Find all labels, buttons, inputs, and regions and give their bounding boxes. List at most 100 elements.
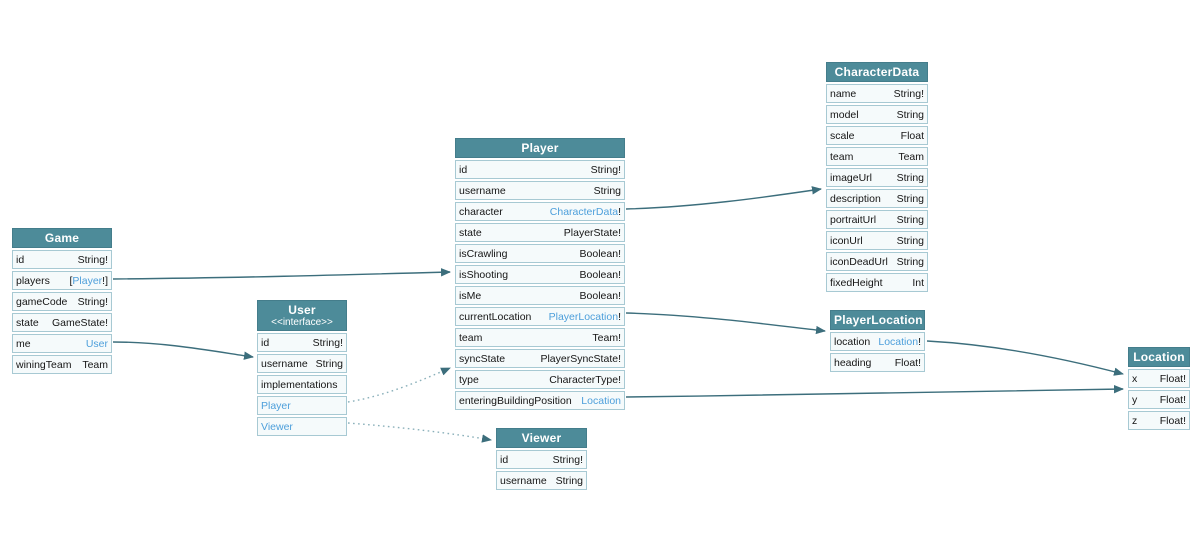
field-type: Location [581, 395, 621, 407]
field-type: String [897, 235, 924, 247]
field-row[interactable]: team Team [826, 147, 928, 166]
table-header[interactable]: Game [12, 228, 112, 248]
field-name: description [830, 192, 881, 205]
field-name: id [459, 163, 468, 176]
field-row[interactable]: character CharacterData! [455, 202, 625, 221]
field-type: Float [901, 130, 924, 142]
table-header[interactable]: User<<interface>> [257, 300, 347, 331]
table-header[interactable]: Player [455, 138, 625, 158]
field-name: iconUrl [830, 234, 863, 247]
type-text: Float! [894, 356, 921, 369]
type-text: Float [900, 129, 924, 142]
field-type: CharacterType! [549, 374, 621, 386]
field-name: team [830, 150, 854, 163]
field-row[interactable]: players[Player!] [12, 271, 112, 290]
type-link[interactable]: PlayerLocation [548, 310, 619, 323]
field-type: String! [313, 337, 343, 349]
field-name: isCrawling [459, 247, 508, 260]
field-type: String! [894, 88, 924, 100]
type-text: !] [102, 274, 108, 287]
field-row[interactable]: Player [257, 396, 347, 415]
table-header[interactable]: Location [1128, 347, 1190, 367]
field-type: Team! [592, 332, 621, 344]
type-link[interactable]: Viewer [261, 420, 293, 433]
field-type: String! [78, 254, 108, 266]
type-link[interactable]: Player [261, 399, 291, 412]
field-name: location [834, 335, 871, 348]
type-text: String [555, 474, 583, 487]
field-name: name [830, 87, 857, 100]
field-row[interactable]: implementations [257, 375, 347, 394]
type-link[interactable]: Location [581, 394, 621, 407]
type-text: Team [82, 358, 108, 371]
field-name: character [459, 205, 503, 218]
field-type: Float! [1160, 415, 1186, 427]
type-text: ! [618, 205, 621, 218]
field-row[interactable]: Viewer [257, 417, 347, 436]
field-row[interactable]: name String! [826, 84, 928, 103]
type-text: String [896, 234, 924, 247]
field-type: PlayerSyncState! [540, 353, 621, 365]
field-type: Boolean! [580, 269, 621, 281]
table-subtitle: <<interface>> [271, 317, 333, 328]
type-text: String! [893, 87, 924, 100]
type-text: Float! [1159, 393, 1186, 406]
table-header[interactable]: Viewer [496, 428, 587, 448]
field-type: PlayerState! [564, 227, 621, 239]
edge-player-currentlocation-to-playerlocation [625, 312, 826, 335]
edge-player-character-to-characterdata [625, 186, 822, 210]
type-text: Boolean! [579, 268, 621, 281]
table-header[interactable]: PlayerLocation [830, 310, 925, 330]
table-header[interactable]: CharacterData [826, 62, 928, 82]
type-link[interactable]: CharacterData [549, 205, 619, 218]
field-type: [Player!] [69, 275, 108, 287]
field-name: currentLocation [459, 310, 532, 323]
field-type: Float! [1160, 394, 1186, 406]
field-type: String [316, 358, 343, 370]
type-text: Team [898, 150, 924, 163]
edge-user-player-to-player [347, 367, 451, 403]
type-link[interactable]: Player [72, 274, 103, 287]
field-row[interactable]: iconUrl String [826, 231, 928, 250]
type-text: CharacterType! [549, 373, 621, 386]
field-type: String [897, 256, 924, 268]
type-link[interactable]: User [85, 337, 108, 350]
type-text: String [593, 184, 621, 197]
type-link[interactable]: Location [878, 335, 919, 348]
